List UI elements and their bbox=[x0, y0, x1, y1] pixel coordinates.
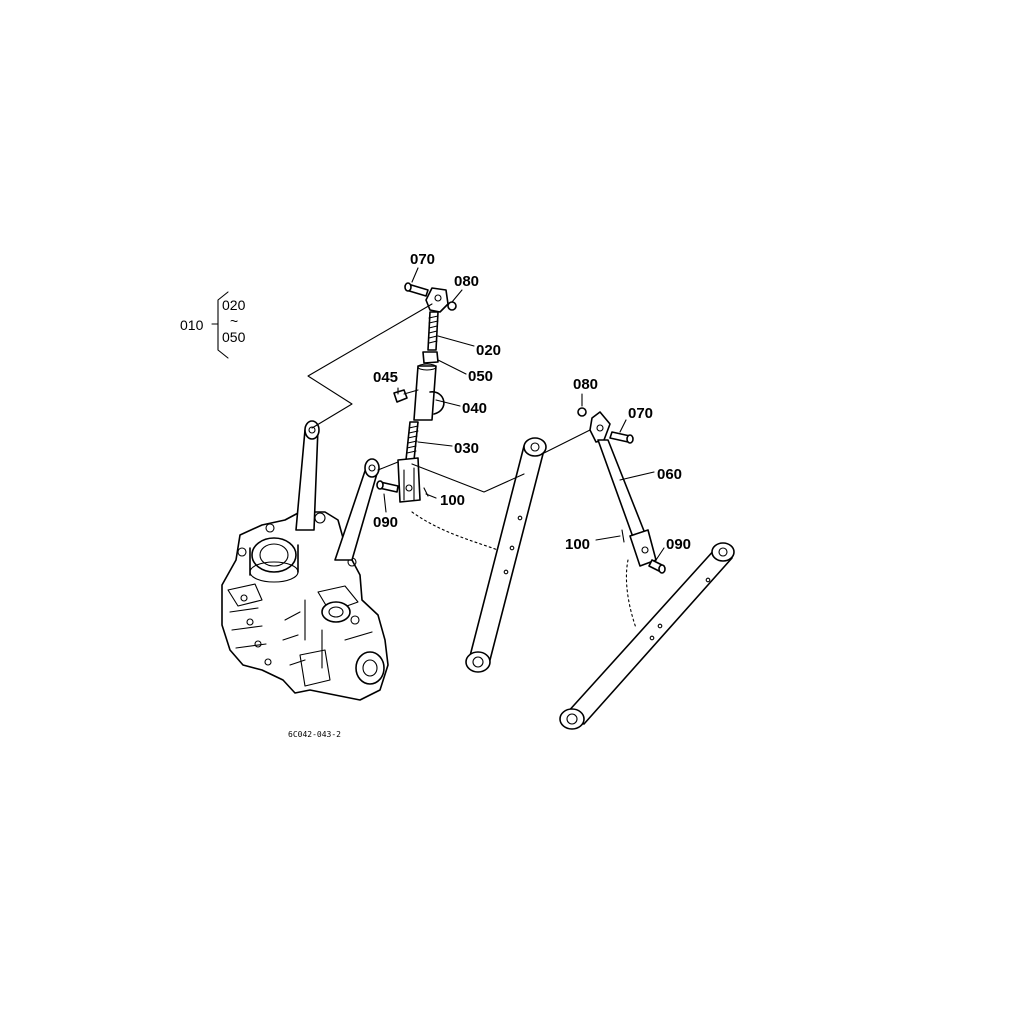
callout-040: 040 bbox=[462, 400, 487, 417]
drawing-code: 6C042-043-2 bbox=[288, 730, 341, 739]
lower-link-right bbox=[559, 542, 735, 730]
callout-070-right: 070 bbox=[628, 405, 653, 422]
callouts: 070 080 020 050 045 040 030 100 090 080 … bbox=[180, 251, 691, 739]
assembly-lines bbox=[307, 303, 637, 629]
callout-090-right: 090 bbox=[666, 536, 691, 553]
callout-060: 060 bbox=[657, 466, 682, 483]
center-lift-rod bbox=[376, 282, 457, 503]
lower-link-left bbox=[465, 437, 547, 673]
callout-100-center: 100 bbox=[440, 492, 465, 509]
group-range-tilde: ~ bbox=[230, 313, 238, 329]
group-range-to: 050 bbox=[222, 329, 246, 345]
callout-070-top: 070 bbox=[410, 251, 435, 268]
transmission-housing bbox=[221, 420, 389, 701]
callout-100-right: 100 bbox=[565, 536, 590, 553]
callout-020: 020 bbox=[476, 342, 501, 359]
group-bracket bbox=[211, 291, 229, 359]
group-range-from: 020 bbox=[222, 297, 246, 313]
callout-045: 045 bbox=[373, 369, 398, 386]
callout-080-top: 080 bbox=[454, 273, 479, 290]
right-lift-rod bbox=[577, 407, 666, 574]
callout-090-center: 090 bbox=[373, 514, 398, 531]
callout-050: 050 bbox=[468, 368, 493, 385]
leader-lines bbox=[383, 267, 665, 561]
callout-030: 030 bbox=[454, 440, 479, 457]
callout-010: 010 bbox=[180, 317, 204, 333]
callout-080-right: 080 bbox=[573, 376, 598, 393]
